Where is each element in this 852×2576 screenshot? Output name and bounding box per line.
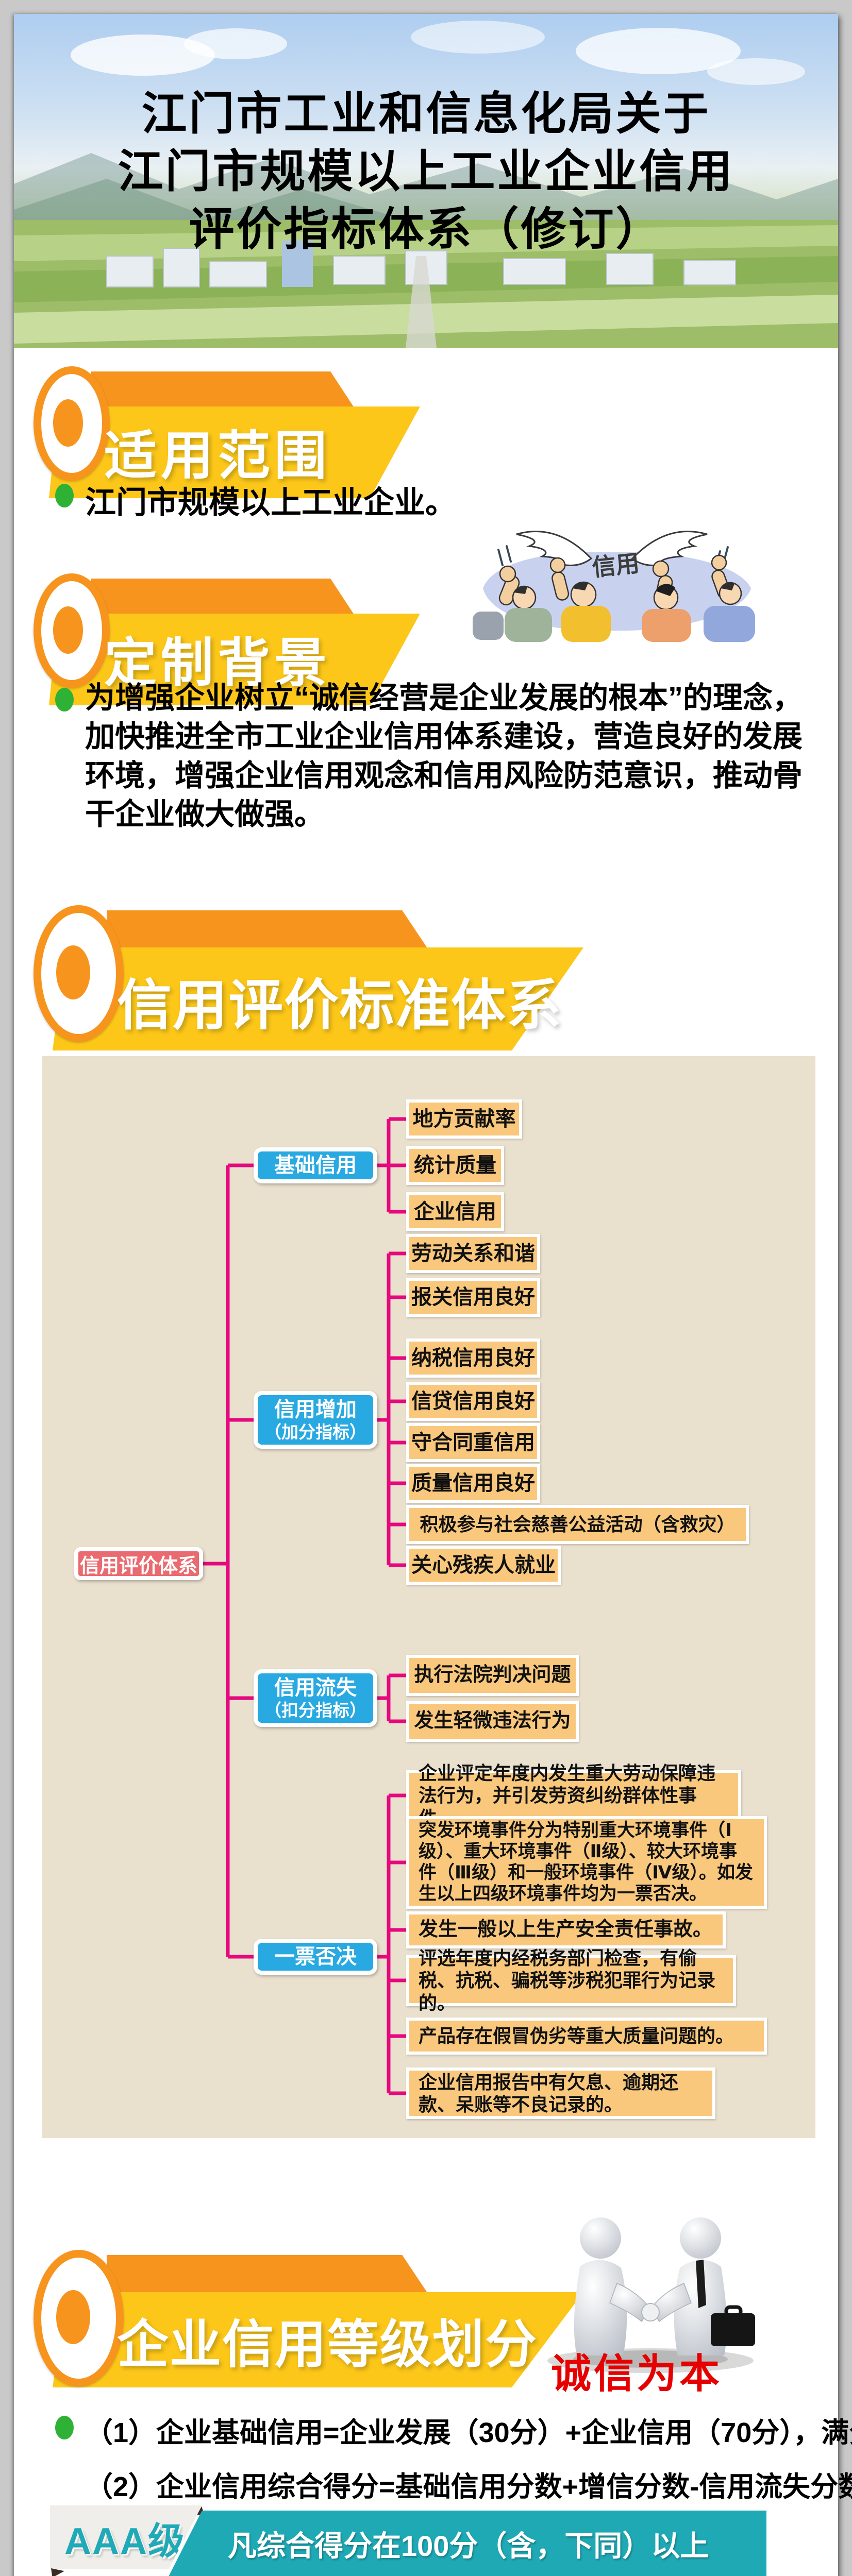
- tree-root-node: 信用评价体系: [74, 1547, 203, 1580]
- ribbon-top-band: [91, 579, 354, 615]
- tree-leaf: 执行法院判决问题: [406, 1655, 579, 1696]
- tree-branch-credit-bonus: 信用增加 （加分指标）: [254, 1391, 377, 1449]
- grade-desc: 凡综合得分在100分（含，下同）以上: [228, 2529, 709, 2562]
- tree-leaf: 关心残疾人就业: [406, 1546, 561, 1585]
- credit-wings-cartoon: 信用: [473, 531, 755, 642]
- poster-title-line-2: 江门市规模以上工业企业信用: [118, 146, 734, 197]
- tree-leaf: 劳动关系和谐: [406, 1234, 540, 1273]
- tree-leaf: 企业评定年度内发生重大劳动保障违法行为，并引发劳资纠纷群体性事件。: [406, 1762, 741, 1828]
- aerial-industrial-park-photo: [14, 21, 838, 348]
- handshake-figures-illustration: [547, 2217, 755, 2373]
- tree-connector-lines: [203, 1117, 406, 2095]
- ribbon-bullseye-dot-icon: [56, 945, 90, 999]
- tree-leaf: 突发环境事件分为特别重大环境事件（Ⅰ级）、重大环境事件（Ⅱ级）、较大环境事件（Ⅲ…: [406, 1816, 767, 1909]
- green-dot-icon: [55, 688, 74, 711]
- tree-leaf: 守合同重信用: [406, 1423, 540, 1462]
- tree-leaf: 产品存在假冒伪劣等重大质量问题的。: [406, 2018, 767, 2055]
- section-title-scope: 适用范围: [104, 427, 331, 485]
- tree-branch-one-vote-veto: 一票否决: [254, 1939, 377, 1975]
- ribbon-bullseye-dot-icon: [56, 2290, 90, 2344]
- poster-title-line-3: 评价指标体系（修订）: [189, 204, 663, 255]
- tree-leaf: 信贷信用良好: [406, 1382, 540, 1421]
- background-paragraph: 为增强企业树立“诚信经营是企业发展的根本”的理念，加快推进全市工业企业信用体系建…: [85, 681, 803, 832]
- section-title-grading: 企业信用等级划分: [117, 2316, 538, 2374]
- credit-evaluation-tree: 信用评价体系 基础信用 信用增加 （加分指标） 信用流失 （扣分指标） 一票否决…: [42, 1056, 815, 2138]
- tree-leaf: 积极参与社会慈善公益活动（含救灾）: [406, 1505, 749, 1544]
- ribbon-main-band: [49, 614, 420, 705]
- tree-leaf: 纳税信用良好: [406, 1338, 540, 1378]
- poster-title-line-1: 江门市工业和信息化局关于: [141, 88, 711, 139]
- formula-line-2: （2）企业信用综合得分=基础信用分数+增信分数-信用流失分数: [85, 2471, 852, 2502]
- section-header-grading: 企业信用等级划分: [29, 2245, 612, 2415]
- tree-leaf: 地方贡献率: [406, 1099, 522, 1139]
- tree-branch-credit-loss: 信用流失 （扣分指标）: [254, 1669, 377, 1727]
- formula-line-1: （1）企业基础信用=企业发展（30分）+企业信用（70分），满分100分；: [85, 2417, 852, 2448]
- tree-leaf: 企业信用报告中有欠息、逾期还款、呆账等不良记录的。: [406, 2067, 715, 2119]
- hero-photo-banner: 江门市工业和信息化局关于 江门市规模以上工业企业信用 评价指标体系（修订）: [14, 14, 838, 348]
- tree-branch-basic-credit: 基础信用: [254, 1147, 377, 1183]
- ribbon-bullseye-dot-icon: [53, 606, 83, 654]
- branch-label: 信用增加: [274, 1398, 357, 1421]
- branch-label: 一票否决: [274, 1945, 357, 1968]
- branch-label: 基础信用: [274, 1154, 357, 1177]
- tab-corner-fold: [51, 2568, 64, 2576]
- ribbon-top-band: [107, 2255, 431, 2299]
- tree-leaf: 企业信用: [406, 1192, 504, 1231]
- ribbon-top-band: [91, 371, 354, 408]
- grade-description-band: 凡综合得分在100分（含，下同）以上: [169, 2511, 766, 2576]
- green-dot-icon: [55, 484, 74, 507]
- branch-sublabel: （扣分指标）: [264, 1701, 366, 1720]
- section-header-scope: 适用范围: [29, 362, 437, 522]
- poster-page: 江门市工业和信息化局关于 江门市规模以上工业企业信用 评价指标体系（修订） 适用…: [14, 14, 852, 2576]
- ribbon-top-band: [107, 910, 431, 954]
- section-header-background: 定制背景: [29, 569, 437, 729]
- credit-word-label: 信用: [591, 550, 641, 581]
- tree-leaf: 报关信用良好: [406, 1278, 540, 1317]
- tree-leaf: 统计质量: [406, 1146, 504, 1185]
- grade-label: AAA级: [64, 2520, 186, 2562]
- branch-sublabel: （加分指标）: [264, 1422, 366, 1442]
- section-title-standard: 信用评价标准体系: [117, 975, 562, 1036]
- branch-label: 信用流失: [274, 1676, 357, 1700]
- tree-leaf: 发生轻微违法行为: [406, 1701, 579, 1742]
- grade-row-aaa: 凡综合得分在100分（含，下同）以上 AAA级: [50, 2505, 782, 2576]
- tree-leaf: 发生一般以上生产安全责任事故。: [406, 1911, 726, 1948]
- scope-bullet-text: 江门市规模以上工业企业。: [85, 485, 456, 520]
- ribbon-bullseye-dot-icon: [53, 399, 83, 447]
- tree-leaf: 评选年度内经税务部门检查，有偷税、抗税、骗税等涉税犯罪行为记录的。: [406, 1947, 736, 2013]
- ribbon-main-band: [53, 947, 583, 1050]
- section-title-background: 定制背景: [104, 634, 331, 692]
- ribbon-main-band: [53, 2292, 583, 2387]
- green-dot-icon: [55, 2416, 74, 2439]
- ribbon-main-band: [49, 406, 420, 498]
- section-header-standard: 信用评价标准体系: [29, 900, 612, 1070]
- integrity-motto-text: 诚信为本: [551, 2351, 723, 2396]
- tree-leaf: 质量信用良好: [406, 1464, 540, 1503]
